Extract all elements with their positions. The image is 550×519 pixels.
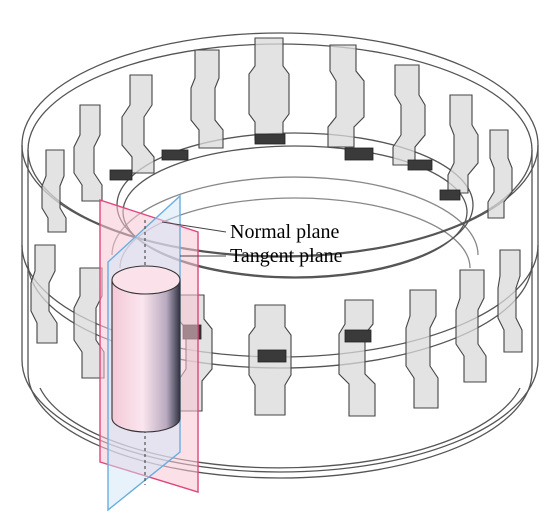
normal-plane-label: Normal plane [230, 221, 340, 243]
tangent-plane-label: Tangent plane [230, 245, 343, 267]
normal-plane-leader [161, 221, 227, 233]
upper-pocket-shadows [109, 133, 461, 201]
roller-cylinder [111, 265, 181, 433]
upper-pockets [41, 37, 513, 233]
